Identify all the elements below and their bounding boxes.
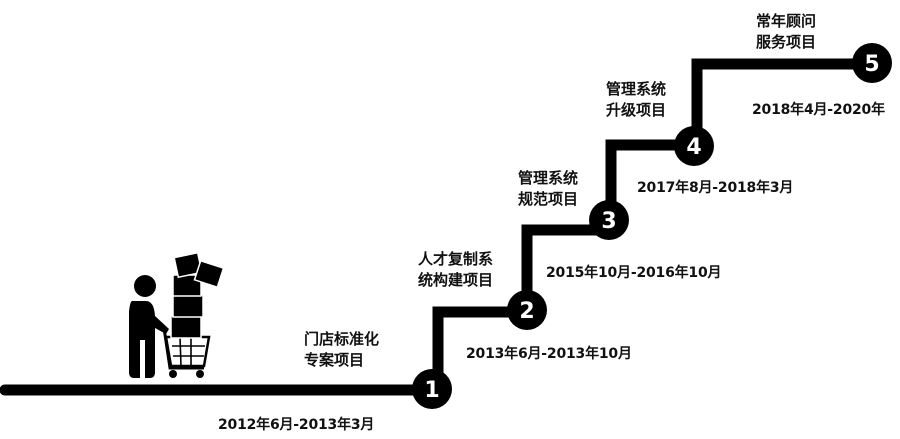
stage-node-3: 3 (589, 200, 629, 240)
stage-node-4: 4 (674, 126, 714, 166)
stage-title-4: 管理系统 升级项目 (606, 80, 667, 119)
staircase-line (0, 58, 878, 396)
stage-node-1: 1 (412, 369, 452, 409)
stage-number-2: 2 (519, 299, 534, 324)
stage-node-2: 2 (507, 290, 547, 330)
stage-number-5: 5 (864, 52, 879, 77)
stage-period-4: 2017年8月-2018年3月 (637, 180, 794, 196)
stage-period-2: 2013年6月-2013年10月 (466, 346, 632, 362)
stage-title-5: 常年顾问 服务项目 (756, 12, 817, 51)
stage-number-3: 3 (601, 209, 616, 234)
stage-title-1: 门店标准化 专案项目 (304, 330, 380, 369)
stage-title-3: 管理系统 规范项目 (518, 169, 579, 208)
stage-number-4: 4 (686, 135, 701, 160)
stage-node-5: 5 (852, 43, 892, 83)
person-pushing-cart-icon (129, 251, 225, 378)
stage-number-1: 1 (424, 378, 439, 403)
stage-period-1: 2012年6月-2013年3月 (218, 417, 375, 433)
stage-period-3: 2015年10月-2016年10月 (546, 265, 722, 281)
stage-title-2: 人才复制系 统构建项目 (418, 250, 494, 289)
stage-period-5: 2018年4月-2020年 (752, 102, 885, 118)
